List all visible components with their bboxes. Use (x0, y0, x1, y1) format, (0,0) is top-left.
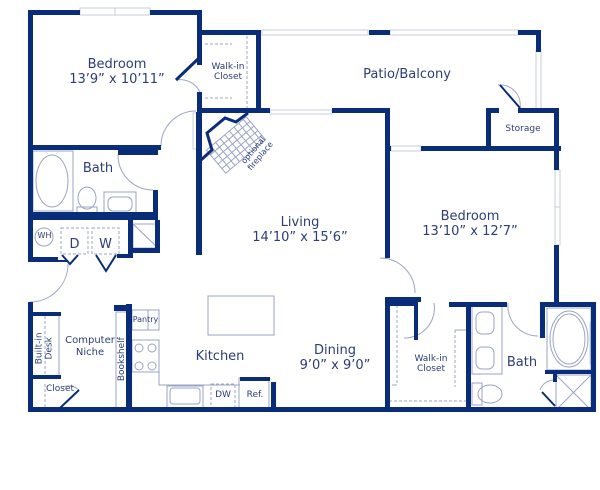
refrigerator-label: Ref. (246, 390, 264, 400)
room-bath2: Bath (506, 355, 538, 370)
room-bedroom1: Bedroom 13’9” x 10’11” (62, 57, 172, 88)
room-patio: Patio/Balcony (352, 67, 462, 83)
room-kitchen: Kitchen (195, 349, 245, 364)
room-name: Patio/Balcony (363, 67, 451, 82)
room-walkin-closet2: Walk-in Closet (406, 354, 456, 375)
room-name: Bedroom (87, 57, 147, 72)
dishwasher-label: DW (215, 390, 231, 400)
room-name: Storage (505, 124, 541, 134)
room-bedroom2: Bedroom 13’10” x 12’7” (415, 209, 525, 240)
room-name-2: Closet (213, 72, 243, 83)
walls (28, 10, 596, 412)
room-computer-niche: Computer Niche (60, 335, 120, 358)
room-name: Bath (82, 161, 114, 176)
room-name: Living (280, 215, 320, 230)
room-storage: Storage (494, 124, 552, 134)
room-walkin-closet1: Walk-in Closet (203, 62, 253, 83)
room-name-2: Closet (416, 364, 446, 375)
water-heater-label: WH (37, 231, 52, 240)
desk-line1: Built-in (34, 332, 45, 365)
room-dims: 14’10” x 15’6” (252, 229, 348, 245)
dryer-label: D (69, 237, 80, 252)
room-closet: Closet (45, 384, 75, 394)
washer-label: W (99, 237, 112, 252)
pantry-label: Pantry (132, 315, 159, 324)
room-dims: 9’0” x 9’0” (299, 357, 371, 373)
room-dims: 13’9” x 10’11” (69, 71, 165, 87)
room-name: Bedroom (440, 209, 500, 224)
niche-line2: Niche (75, 346, 105, 358)
bookshelf-label: Bookshelf (116, 337, 127, 382)
room-dining: Dining 9’0” x 9’0” (295, 343, 375, 374)
room-dims: 13’10” x 12’7” (422, 223, 518, 239)
room-living: Living 14’10” x 15’6” (245, 215, 355, 246)
room-name: Walk-in (211, 62, 245, 72)
room-name: Walk-in (414, 354, 448, 364)
room-name: Dining (314, 343, 356, 358)
builtin-desk-label: Built-in Desk (35, 323, 56, 373)
room-bath1: Bath (78, 161, 118, 177)
niche-line1: Computer (65, 335, 115, 346)
desk-line2: Desk (45, 337, 55, 360)
